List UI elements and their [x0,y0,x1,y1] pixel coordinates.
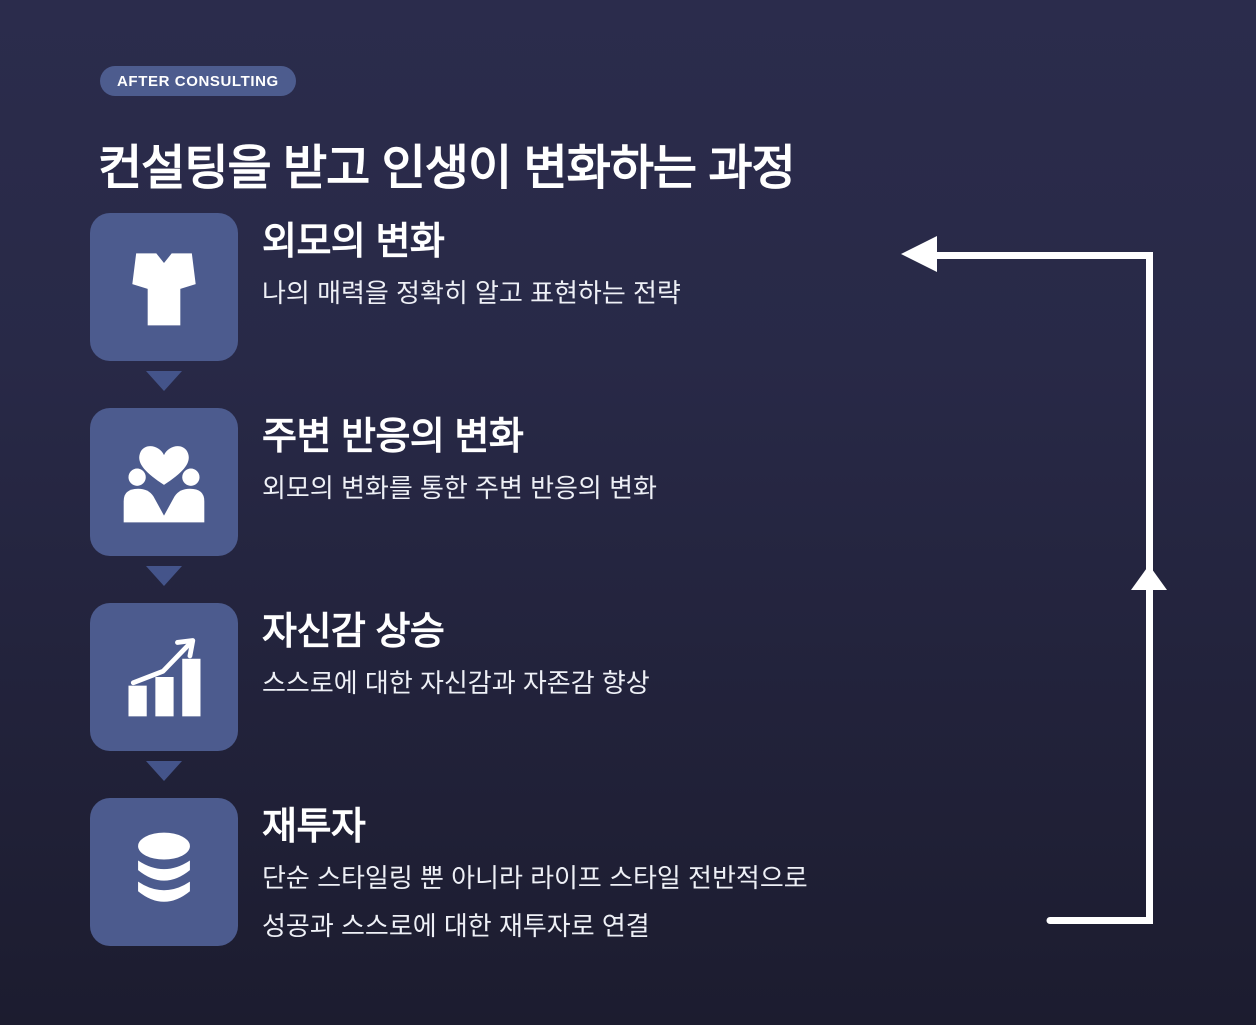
step-confidence-text: 자신감 상승 스스로에 대한 자신감과 자존감 향상 [262,603,650,707]
after-consulting-badge-label: AFTER CONSULTING [117,72,279,90]
step-reactions-text: 주변 반응의 변화 외모의 변화를 통한 주변 반응의 변화 [262,408,657,512]
people-heart-icon-tile [90,408,238,556]
step-description: 단순 스타일링 뿐 아니라 라이프 스타일 전반적으로 [262,863,808,893]
step-description: 스스로에 대한 자신감과 자존감 향상 [262,668,650,698]
step-reactions-change: 주변 반응의 변화 외모의 변화를 통한 주변 반응의 변화 [90,408,808,556]
step-title: 자신감 상승 [262,611,445,653]
step-title: 외모의 변화 [262,221,445,263]
bar-chart-icon-tile [90,603,238,751]
chevron-down-icon [146,566,182,586]
coins-icon-tile [90,798,238,946]
step-description: 나의 매력을 정확히 알고 표현하는 전략 [262,278,681,308]
step-title: 주변 반응의 변화 [262,416,524,458]
coins-icon [116,824,212,920]
chevron-down-icon [146,371,182,391]
bar-chart-icon [116,629,212,725]
tshirt-icon [116,239,212,335]
page-title: 컨설팅을 받고 인생이 변화하는 과정 [98,142,796,196]
people-heart-icon [116,434,212,530]
chevron-down-icon [146,761,182,781]
steps-list: 외모의 변화 나의 매력을 정확히 알고 표현하는 전략 주변 반응의 변화 외… [90,213,808,946]
step-title: 재투자 [262,806,366,848]
step-description-line2: 성공과 스스로에 대한 재투자로 연결 [262,911,650,941]
step-confidence-rise: 자신감 상승 스스로에 대한 자신감과 자존감 향상 [90,603,808,751]
step-appearance-change: 외모의 변화 나의 매력을 정확히 알고 표현하는 전략 [90,213,808,361]
step-description: 외모의 변화를 통한 주변 반응의 변화 [262,473,657,503]
step-appearance-text: 외모의 변화 나의 매력을 정확히 알고 표현하는 전략 [262,213,681,317]
tshirt-icon-tile [90,213,238,361]
after-consulting-badge: AFTER CONSULTING [100,66,296,96]
step-reinvestment-text: 재투자 단순 스타일링 뿐 아니라 라이프 스타일 전반적으로 성공과 스스로에… [262,798,808,950]
step-reinvestment: 재투자 단순 스타일링 뿐 아니라 라이프 스타일 전반적으로 성공과 스스로에… [90,798,808,946]
